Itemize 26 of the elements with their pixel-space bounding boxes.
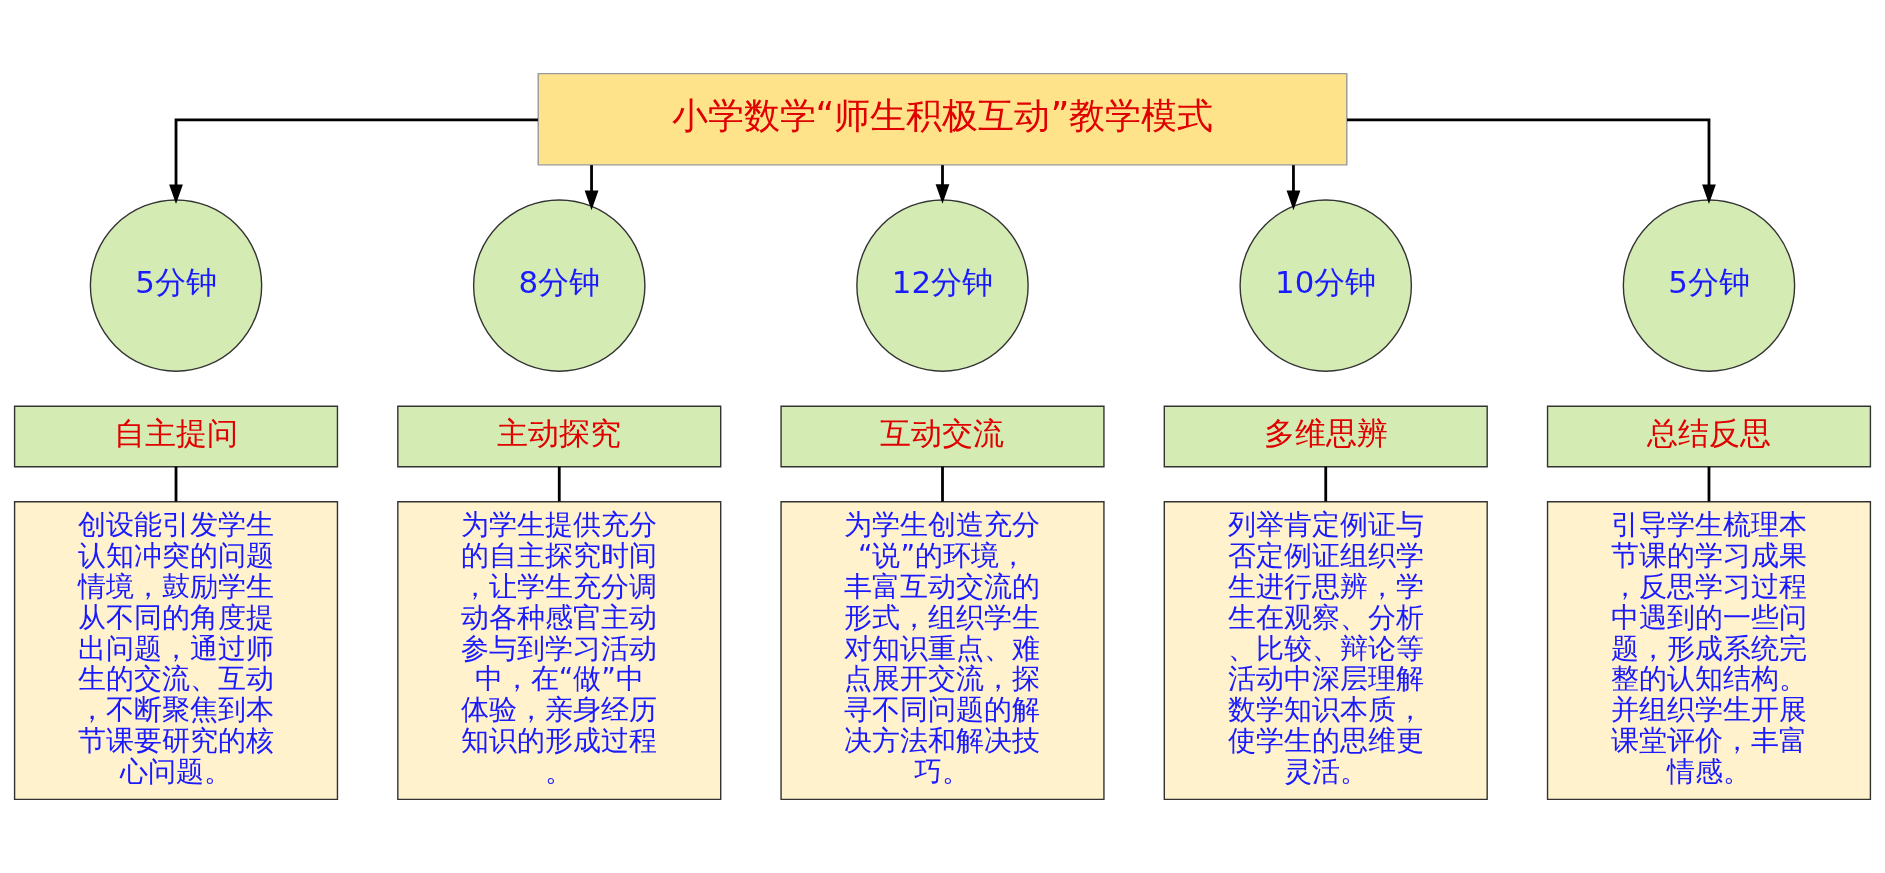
- node-box: 创设能引发学生认知冲突的问题情境，鼓励学生从不同的角度提出问题，通过师生的交流、互动，不断聚焦到本节课要研究的核心问题。: [13, 501, 339, 801]
- node-circle: 12分钟: [856, 199, 1029, 372]
- node-box: 为学生提供充分的自主探究时间，让学生充分调动各种感官主动参与到学习活动中，在“做”中体验，亲身经历知识的形成过程。: [397, 501, 722, 801]
- arrow: [1286, 165, 1301, 211]
- node-box: 互动交流: [780, 405, 1105, 468]
- arrow: [935, 165, 950, 204]
- connector: [174, 466, 178, 502]
- node-box: 主动探究: [397, 405, 722, 468]
- node-circle: 8分钟: [472, 199, 646, 372]
- connector: [941, 466, 944, 502]
- connector: [1324, 466, 1328, 502]
- node-circle: 10分钟: [1239, 199, 1413, 372]
- node-box: 列举肯定例证与否定例证组织学生进行思辨，学生在观察、分析、比较、辩论等活动中深层理解数学知识本质，使学生的思维更灵活。: [1163, 501, 1488, 801]
- connector: [557, 466, 561, 502]
- node-box: 总结反思: [1546, 405, 1872, 468]
- arrow: [169, 118, 538, 205]
- arrow: [1347, 118, 1716, 205]
- node-circle: 5分钟: [89, 199, 263, 372]
- node-box: 小学数学“师生积极互动”教学模式: [537, 72, 1348, 166]
- arrow: [584, 165, 599, 211]
- node-box: 自主提问: [13, 405, 339, 468]
- connector: [1707, 466, 1711, 502]
- node-circle: 5分钟: [1622, 199, 1796, 372]
- node-box: 多维思辨: [1163, 405, 1488, 468]
- node-box: 为学生创造充分“说”的环境，丰富互动交流的形式，组织学生对知识重点、难点展开交流，探寻不同问题的解决方法和解决技巧。: [780, 501, 1105, 801]
- node-box: 引导学生梳理本节课的学习成果，反思学习过程中遇到的一些问题，形成系统完整的认知结构。并组织学生开展课堂评价，丰富情感。: [1546, 501, 1872, 801]
